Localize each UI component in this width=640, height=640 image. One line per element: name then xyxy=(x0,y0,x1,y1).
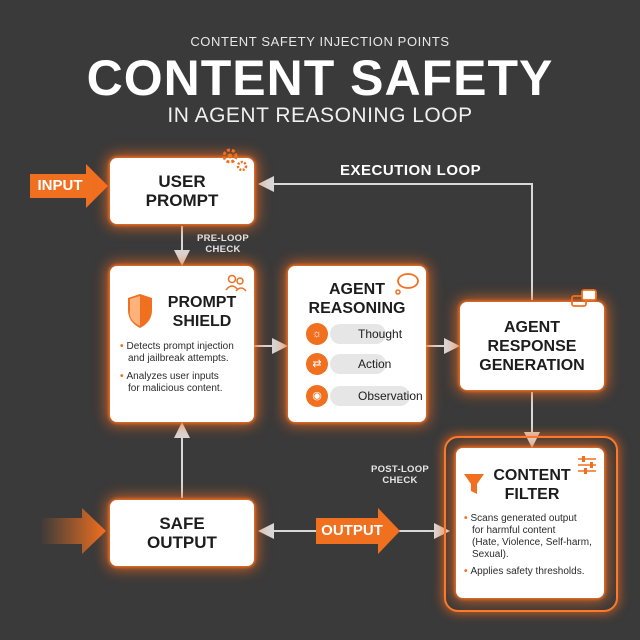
step-observation: Observation xyxy=(330,386,423,406)
prompt-shield-title: PROMPT SHIELD xyxy=(167,294,237,330)
arrow-execution-loop xyxy=(258,176,533,300)
input-arrow xyxy=(30,164,108,208)
content-filter-frame xyxy=(444,436,618,612)
content-filter-node xyxy=(456,448,604,598)
filter-bullet-2: •Applies safety thresholds. xyxy=(464,566,585,577)
eye-icon: ◉ xyxy=(306,385,328,407)
page-subtitle: IN AGENT REASONING LOOP xyxy=(167,104,473,127)
shield-bullet-2: •Analyzes user inputs for malicious cont… xyxy=(120,371,223,394)
step-thought: Thought xyxy=(330,324,402,344)
content-filter-title: CONTENT FILTER xyxy=(493,467,571,503)
pre-loop-label: PRE-LOOP CHECK xyxy=(196,233,249,255)
incoming-arrow xyxy=(40,508,106,554)
safe-output-node: SAFE OUTPUT xyxy=(110,500,254,566)
filter-bullet-1: •Scans generated output for harmful cont… xyxy=(464,513,592,560)
output-arrow xyxy=(316,508,400,554)
execution-loop-label: EXECUTION LOOP xyxy=(340,162,482,179)
arrows-icon: ⇄ xyxy=(306,353,328,375)
step-action: Action xyxy=(330,354,391,374)
agent-reasoning-title: AGENT REASONING xyxy=(308,281,406,317)
input-label: INPUT xyxy=(37,177,83,194)
page-title: CONTENT SAFETY xyxy=(86,50,554,106)
shield-bullet-1: •Detects prompt injection and jailbreak … xyxy=(120,341,234,364)
header-kicker: CONTENT SAFETY INJECTION POINTS xyxy=(190,34,450,49)
output-label: OUTPUT xyxy=(321,522,383,539)
prompt-shield-node xyxy=(110,266,254,422)
user-prompt-node: USER PROMPT xyxy=(110,158,254,224)
post-loop-label: POST-LOOP CHECK xyxy=(370,464,430,486)
agent-response-node: AGENT RESPONSE GENERATION xyxy=(460,302,604,390)
lightbulb-icon: ☼ xyxy=(306,323,328,345)
